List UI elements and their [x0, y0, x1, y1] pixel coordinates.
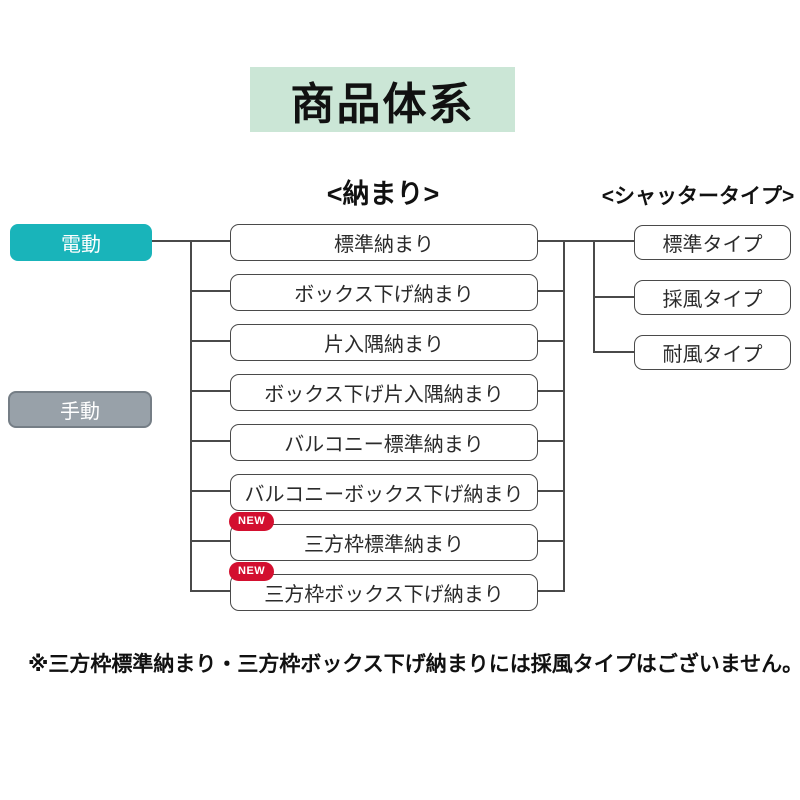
connector-type-stub-2: [593, 296, 634, 298]
connector-left-trunk: [190, 240, 192, 592]
fitting-node-balcony-standard: バルコニー標準納まり: [230, 424, 538, 461]
page-title: 商品体系: [250, 67, 515, 132]
connector-left-stub-2: [190, 290, 230, 292]
new-badge: NEW: [229, 562, 275, 581]
drive-node-electric: 電動: [10, 224, 152, 261]
connector-right-stub-5: [538, 440, 563, 442]
fitting-node-label: 三方枠標準納まり: [304, 534, 464, 556]
shutter-type-node-ventilation: 採風タイプ: [634, 280, 791, 315]
shutter-type-node-standard: 標準タイプ: [634, 225, 791, 260]
column-header-fitting: <納まり>: [326, 179, 440, 209]
fitting-node-balcony-box-lowered: バルコニーボックス下げ納まり: [230, 474, 538, 511]
fitting-node-label: 三方枠ボックス下げ納まり: [264, 584, 504, 606]
connector-electric-to-trunk: [152, 240, 190, 242]
connector-left-stub-5: [190, 440, 230, 442]
connector-left-stub-4: [190, 390, 230, 392]
connector-right-stub-8: [538, 590, 563, 592]
fitting-node-three-side-frame-box-lowered: NEW 三方枠ボックス下げ納まり: [229, 562, 538, 611]
connector-right-stub-2: [538, 290, 563, 292]
shutter-type-node-wind-resistant: 耐風タイプ: [634, 335, 791, 370]
connector-left-stub-7: [190, 540, 230, 542]
connector-middle-trunk: [563, 240, 565, 592]
connector-type-stub-3: [593, 351, 634, 353]
new-badge: NEW: [229, 512, 275, 531]
fitting-node-single-corner: 片入隅納まり: [230, 324, 538, 361]
connector-right-stub-3: [538, 340, 563, 342]
fitting-node-box-lowered-single-corner: ボックス下げ片入隅納まり: [230, 374, 538, 411]
connector-right-stub-6: [538, 490, 563, 492]
connector-right-stub-7: [538, 540, 563, 542]
connector-left-stub-6: [190, 490, 230, 492]
connector-left-stub-3: [190, 340, 230, 342]
connector-right-stub-4: [538, 390, 563, 392]
fitting-node-three-side-frame-standard: NEW 三方枠標準納まり: [229, 512, 538, 561]
connector-left-stub-1: [190, 240, 230, 242]
column-header-shutter-type: <シャッタータイプ>: [601, 185, 795, 208]
fitting-node-box-lowered: ボックス下げ納まり: [230, 274, 538, 311]
drive-node-manual: 手動: [8, 391, 152, 428]
footnote: ※三方枠標準納まり・三方枠ボックス下げ納まりには採風タイプはございません。: [28, 653, 800, 676]
connector-top-cross: [538, 240, 634, 242]
connector-left-stub-8: [190, 590, 230, 592]
fitting-node-standard: 標準納まり: [230, 224, 538, 261]
